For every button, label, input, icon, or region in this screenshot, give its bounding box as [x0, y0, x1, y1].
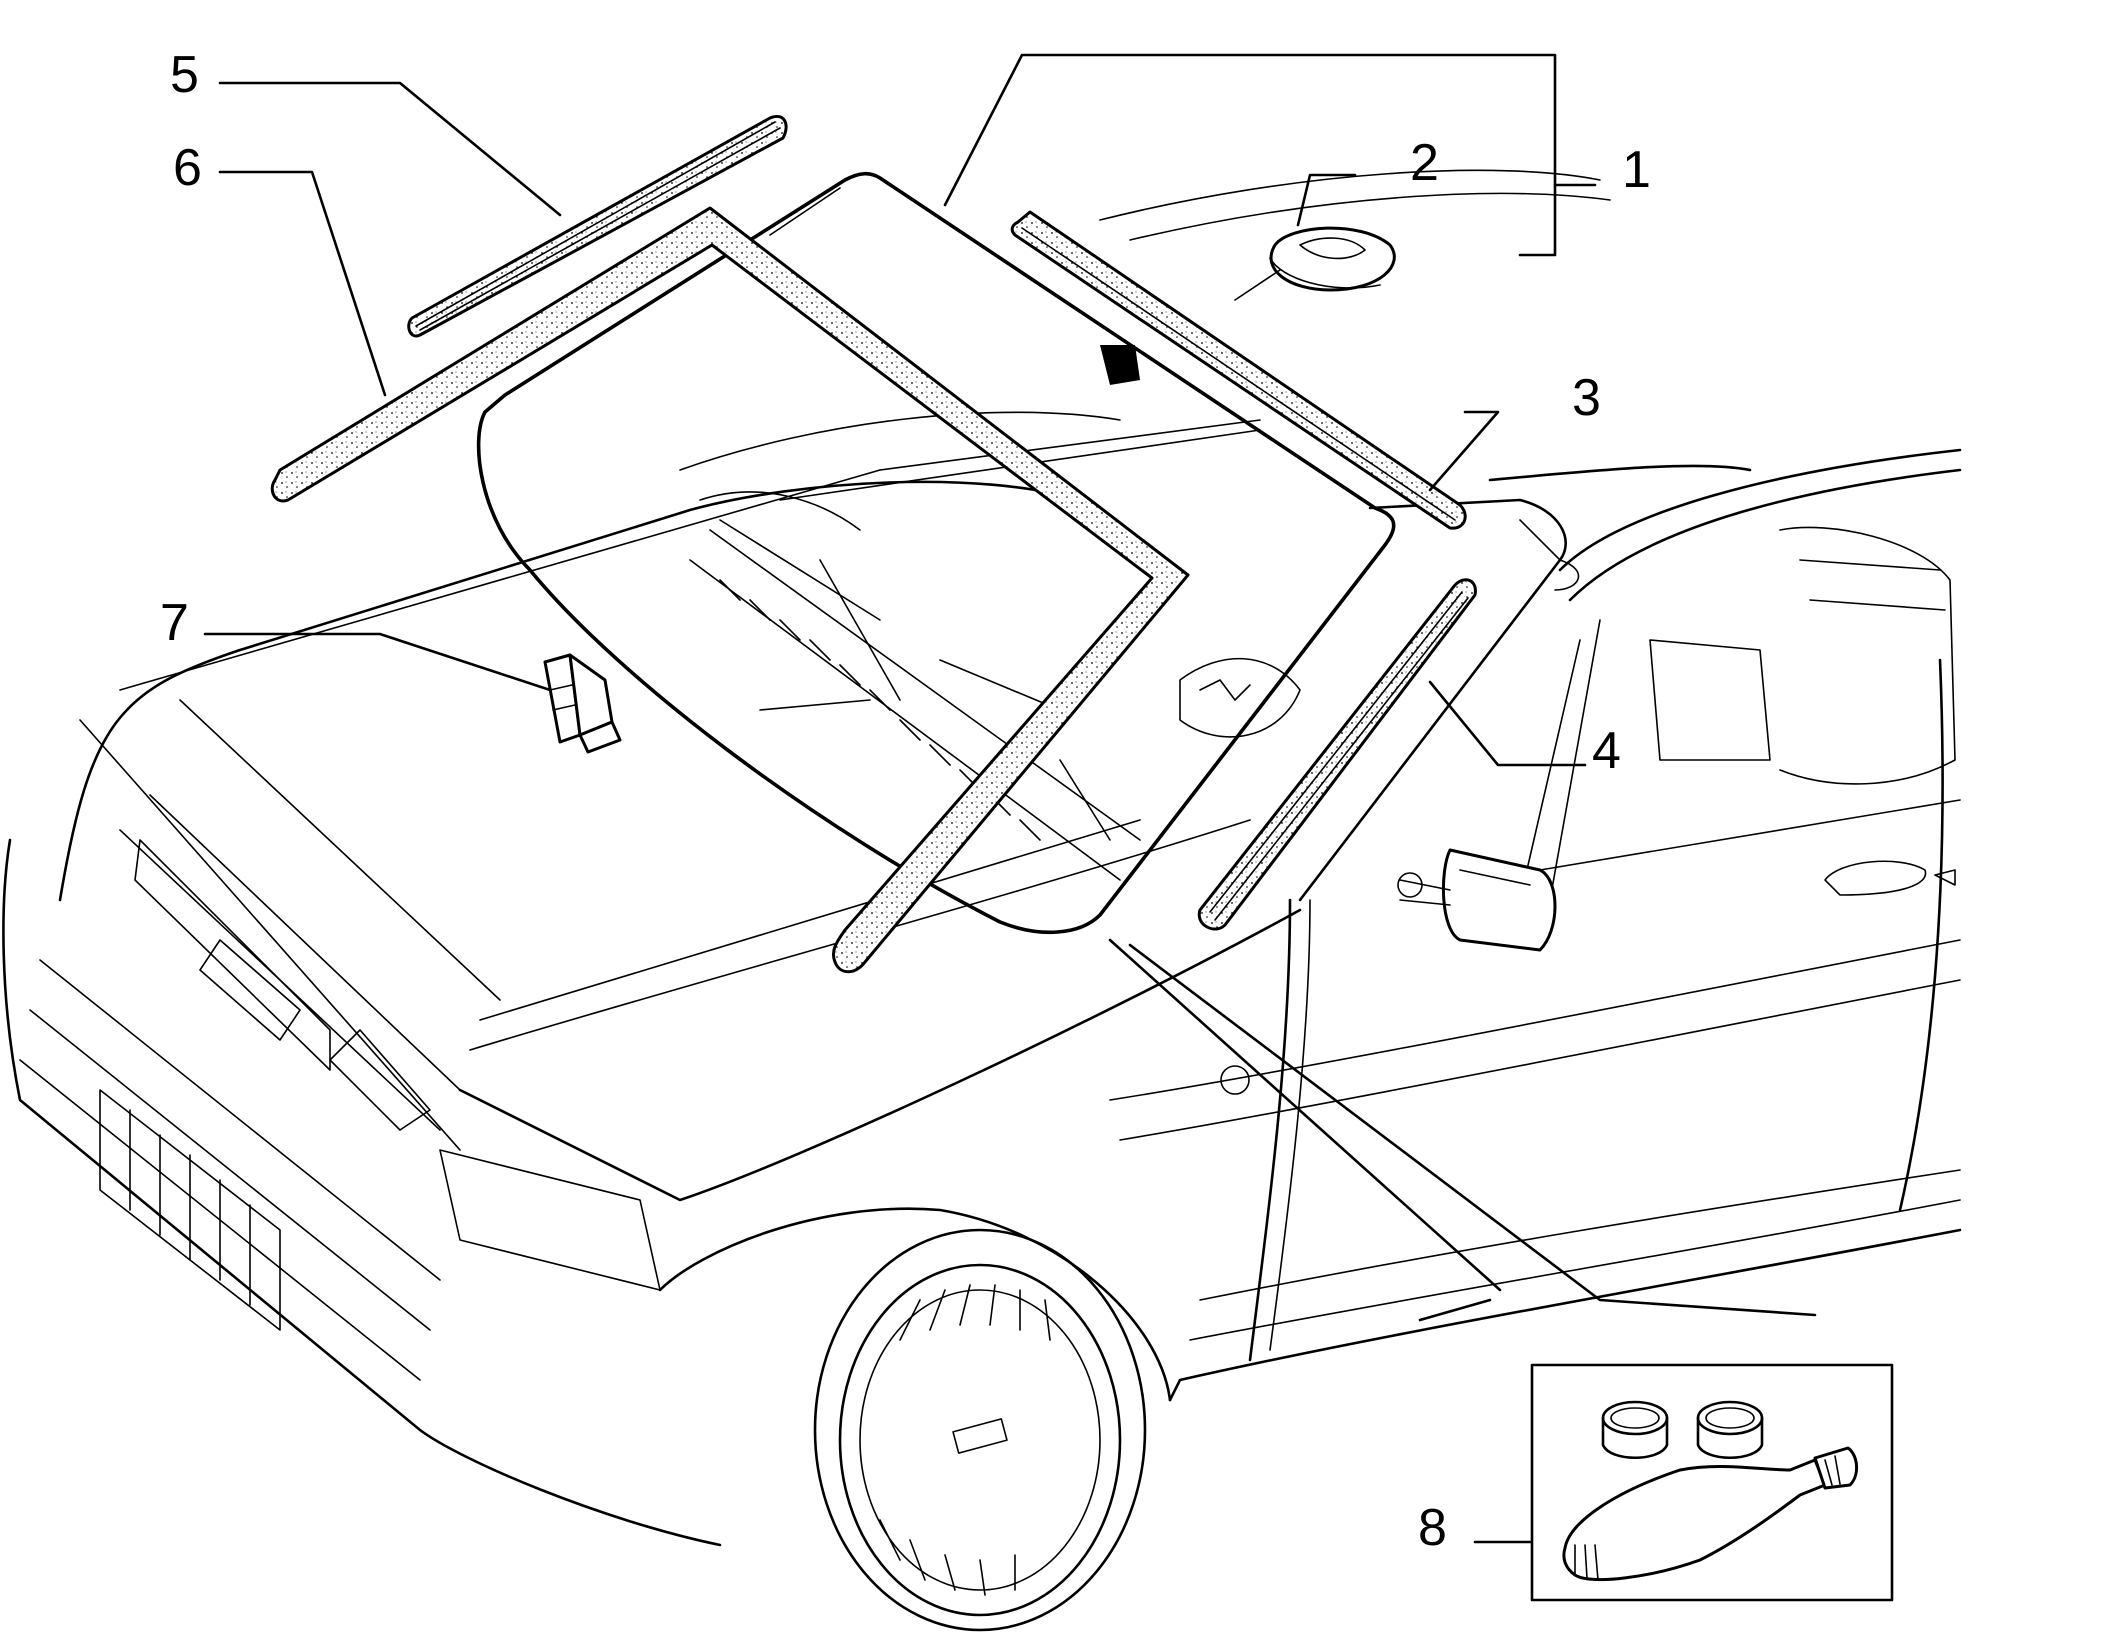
adhesive-kit-part: [1530, 1363, 1894, 1602]
spacer-block-part: [543, 653, 622, 754]
callout-7: 7: [160, 594, 189, 652]
callout-6: 6: [173, 139, 202, 197]
top-right-moulding-part: [1010, 210, 1467, 530]
callout-5: 5: [170, 46, 199, 104]
car-body-illustration: [2, 169, 1962, 1632]
callout-1: 1: [1622, 141, 1651, 199]
a-pillar-moulding-part: [1197, 578, 1477, 931]
callout-labels: 1 2 3 4 5 6 7 8: [160, 46, 1651, 1557]
callout-2: 2: [1410, 134, 1439, 192]
windscreen-glass-part: [476, 171, 1580, 935]
windscreen-seal-part: [270, 206, 1190, 974]
callout-4: 4: [1592, 722, 1621, 780]
mirror-mount-clip-part: [1234, 226, 1396, 301]
upper-moulding-part: [407, 115, 788, 338]
leader-lines: [203, 53, 1817, 1544]
callout-8: 8: [1418, 1499, 1447, 1557]
callout-3: 3: [1572, 369, 1601, 427]
